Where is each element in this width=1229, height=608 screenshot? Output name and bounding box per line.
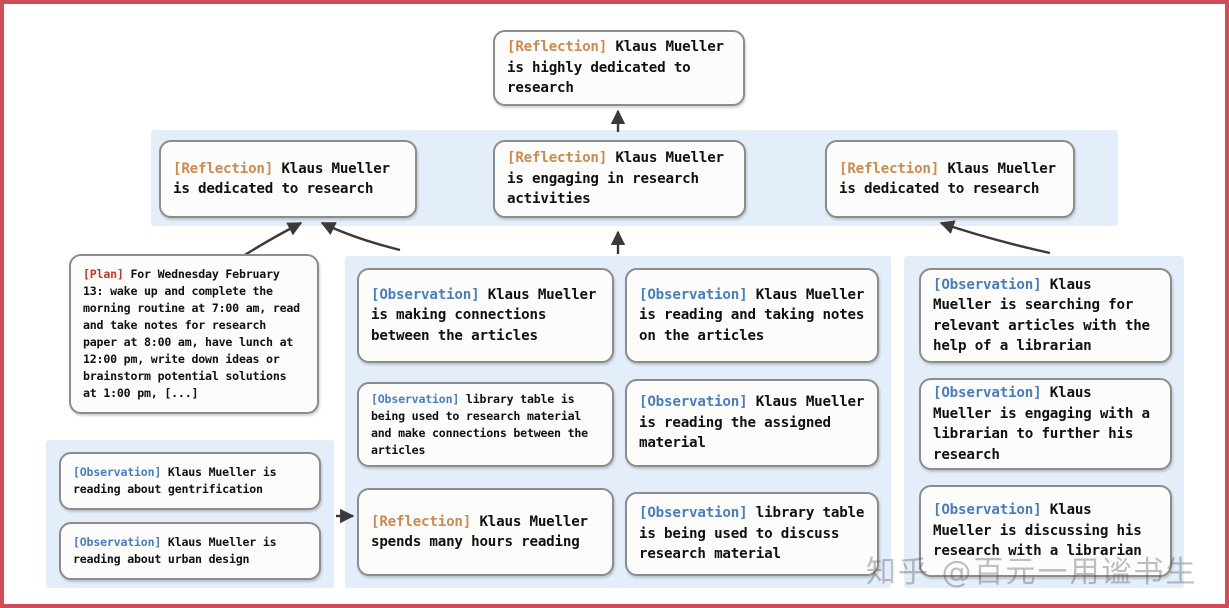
column-a-node-1[interactable]: [Observation] Klaus Mueller is making co… — [357, 268, 614, 363]
left-observation-2-text: [Observation] Klaus Mueller is reading a… — [61, 534, 319, 568]
column-b-1-text: [Observation] Klaus Mueller is reading a… — [627, 285, 877, 347]
reflection-3-text: [Reflection] Klaus Mueller is dedicated … — [827, 159, 1073, 200]
column-a-2-text: [Observation] library table is being use… — [359, 391, 612, 459]
column-b-1-body: Klaus Mueller is reading and taking note… — [639, 286, 865, 344]
reflection-node-2[interactable]: [Reflection] Klaus Mueller is engaging i… — [493, 140, 746, 218]
column-b-node-3[interactable]: [Observation] library table is being use… — [625, 492, 879, 576]
column-b-3-body: library table is being used to discuss r… — [639, 505, 865, 563]
reflection-1-body: Klaus Mueller is dedicated to research — [173, 160, 390, 198]
observation-tag: [Observation] — [933, 276, 1042, 293]
observation-tag: [Observation] — [371, 286, 480, 303]
root-reflection-text: [Reflection] Klaus Mueller is highly ded… — [495, 37, 743, 99]
column-a-3-body: Klaus Mueller spends many hours reading — [371, 513, 588, 551]
reflection-tag: [Reflection] — [507, 150, 608, 167]
reflection-3-body: Klaus Mueller is dedicated to research — [839, 160, 1056, 198]
arrow-colC-to-reflection-3 — [939, 220, 1051, 255]
column-c-node-2[interactable]: [Observation] Klaus Mueller is engaging … — [919, 378, 1172, 470]
left-observation-2-body: Klaus Mueller is reading about urban des… — [73, 535, 277, 566]
column-b-2-text: [Observation] Klaus Mueller is reading t… — [627, 392, 877, 454]
reflection-1-text: [Reflection] Klaus Mueller is dedicated … — [161, 159, 415, 200]
observation-tag: [Observation] — [639, 286, 748, 303]
column-c-2-text: [Observation] Klaus Mueller is engaging … — [921, 383, 1170, 465]
left-observation-node-1[interactable]: [Observation] Klaus Mueller is reading a… — [59, 452, 321, 510]
observation-tag: [Observation] — [73, 535, 162, 549]
observation-tag: [Observation] — [933, 385, 1042, 401]
plan-tag: [Plan] — [83, 267, 124, 281]
column-b-node-2[interactable]: [Observation] Klaus Mueller is reading t… — [625, 379, 879, 467]
column-c-2-body: Klaus Mueller is engaging with a librari… — [933, 385, 1150, 463]
column-a-node-3[interactable]: [Reflection] Klaus Mueller spends many h… — [357, 488, 614, 576]
column-b-2-body: Klaus Mueller is reading the assigned ma… — [639, 394, 865, 452]
observation-tag: [Observation] — [371, 391, 460, 406]
plan-node[interactable]: [Plan] For Wednesday February 13: wake u… — [69, 254, 319, 414]
column-c-1-body: Klaus Mueller is searching for relevant … — [933, 276, 1150, 355]
column-c-node-1[interactable]: [Observation] Klaus Mueller is searching… — [919, 268, 1172, 363]
column-a-1-body: Klaus Mueller is making connections betw… — [371, 286, 597, 344]
column-a-3-text: [Reflection] Klaus Mueller spends many h… — [359, 512, 612, 553]
arrow-colA-to-reflection-1 — [320, 221, 401, 252]
plan-text: [Plan] For Wednesday February 13: wake u… — [71, 256, 317, 402]
reflection-tag: [Reflection] — [839, 160, 940, 177]
column-b-3-text: [Observation] library table is being use… — [627, 503, 877, 565]
column-c-3-text: [Observation] Klaus Mueller is discussin… — [921, 500, 1170, 562]
column-a-1-text: [Observation] Klaus Mueller is making co… — [359, 285, 612, 347]
reflection-tag: [Reflection] — [371, 513, 472, 530]
plan-body: For Wednesday February 13: wake up and c… — [83, 267, 300, 400]
observation-tag: [Observation] — [639, 505, 748, 522]
reflection-node-1[interactable]: [Reflection] Klaus Mueller is dedicated … — [159, 140, 417, 218]
left-observation-node-2[interactable]: [Observation] Klaus Mueller is reading a… — [59, 522, 321, 580]
reflection-tag: [Reflection] — [507, 39, 608, 56]
column-b-node-1[interactable]: [Observation] Klaus Mueller is reading a… — [625, 268, 879, 363]
column-a-node-2[interactable]: [Observation] library table is being use… — [357, 382, 614, 467]
reflection-2-text: [Reflection] Klaus Mueller is engaging i… — [495, 148, 744, 210]
observation-tag: [Observation] — [933, 502, 1042, 519]
left-observation-1-text: [Observation] Klaus Mueller is reading a… — [61, 464, 319, 498]
reflection-2-body: Klaus Mueller is engaging in research ac… — [507, 150, 724, 208]
reflection-tag: [Reflection] — [173, 160, 274, 177]
column-c-node-3[interactable]: [Observation] Klaus Mueller is discussin… — [919, 485, 1172, 577]
root-reflection-node[interactable]: [Reflection] Klaus Mueller is highly ded… — [493, 30, 745, 106]
column-a-2-body: library table is being used to research … — [371, 391, 588, 457]
column-c-3-body: Klaus Mueller is discussing his research… — [933, 502, 1142, 560]
left-observation-1-body: Klaus Mueller is reading about gentrific… — [73, 465, 277, 496]
observation-tag: [Observation] — [639, 394, 748, 411]
observation-tag: [Observation] — [73, 465, 162, 479]
root-reflection-body: Klaus Mueller is highly dedicated to res… — [507, 39, 724, 97]
column-c-1-text: [Observation] Klaus Mueller is searching… — [921, 275, 1170, 357]
arrow-plan-to-reflection-1 — [239, 221, 303, 260]
reflection-node-3[interactable]: [Reflection] Klaus Mueller is dedicated … — [825, 140, 1075, 218]
